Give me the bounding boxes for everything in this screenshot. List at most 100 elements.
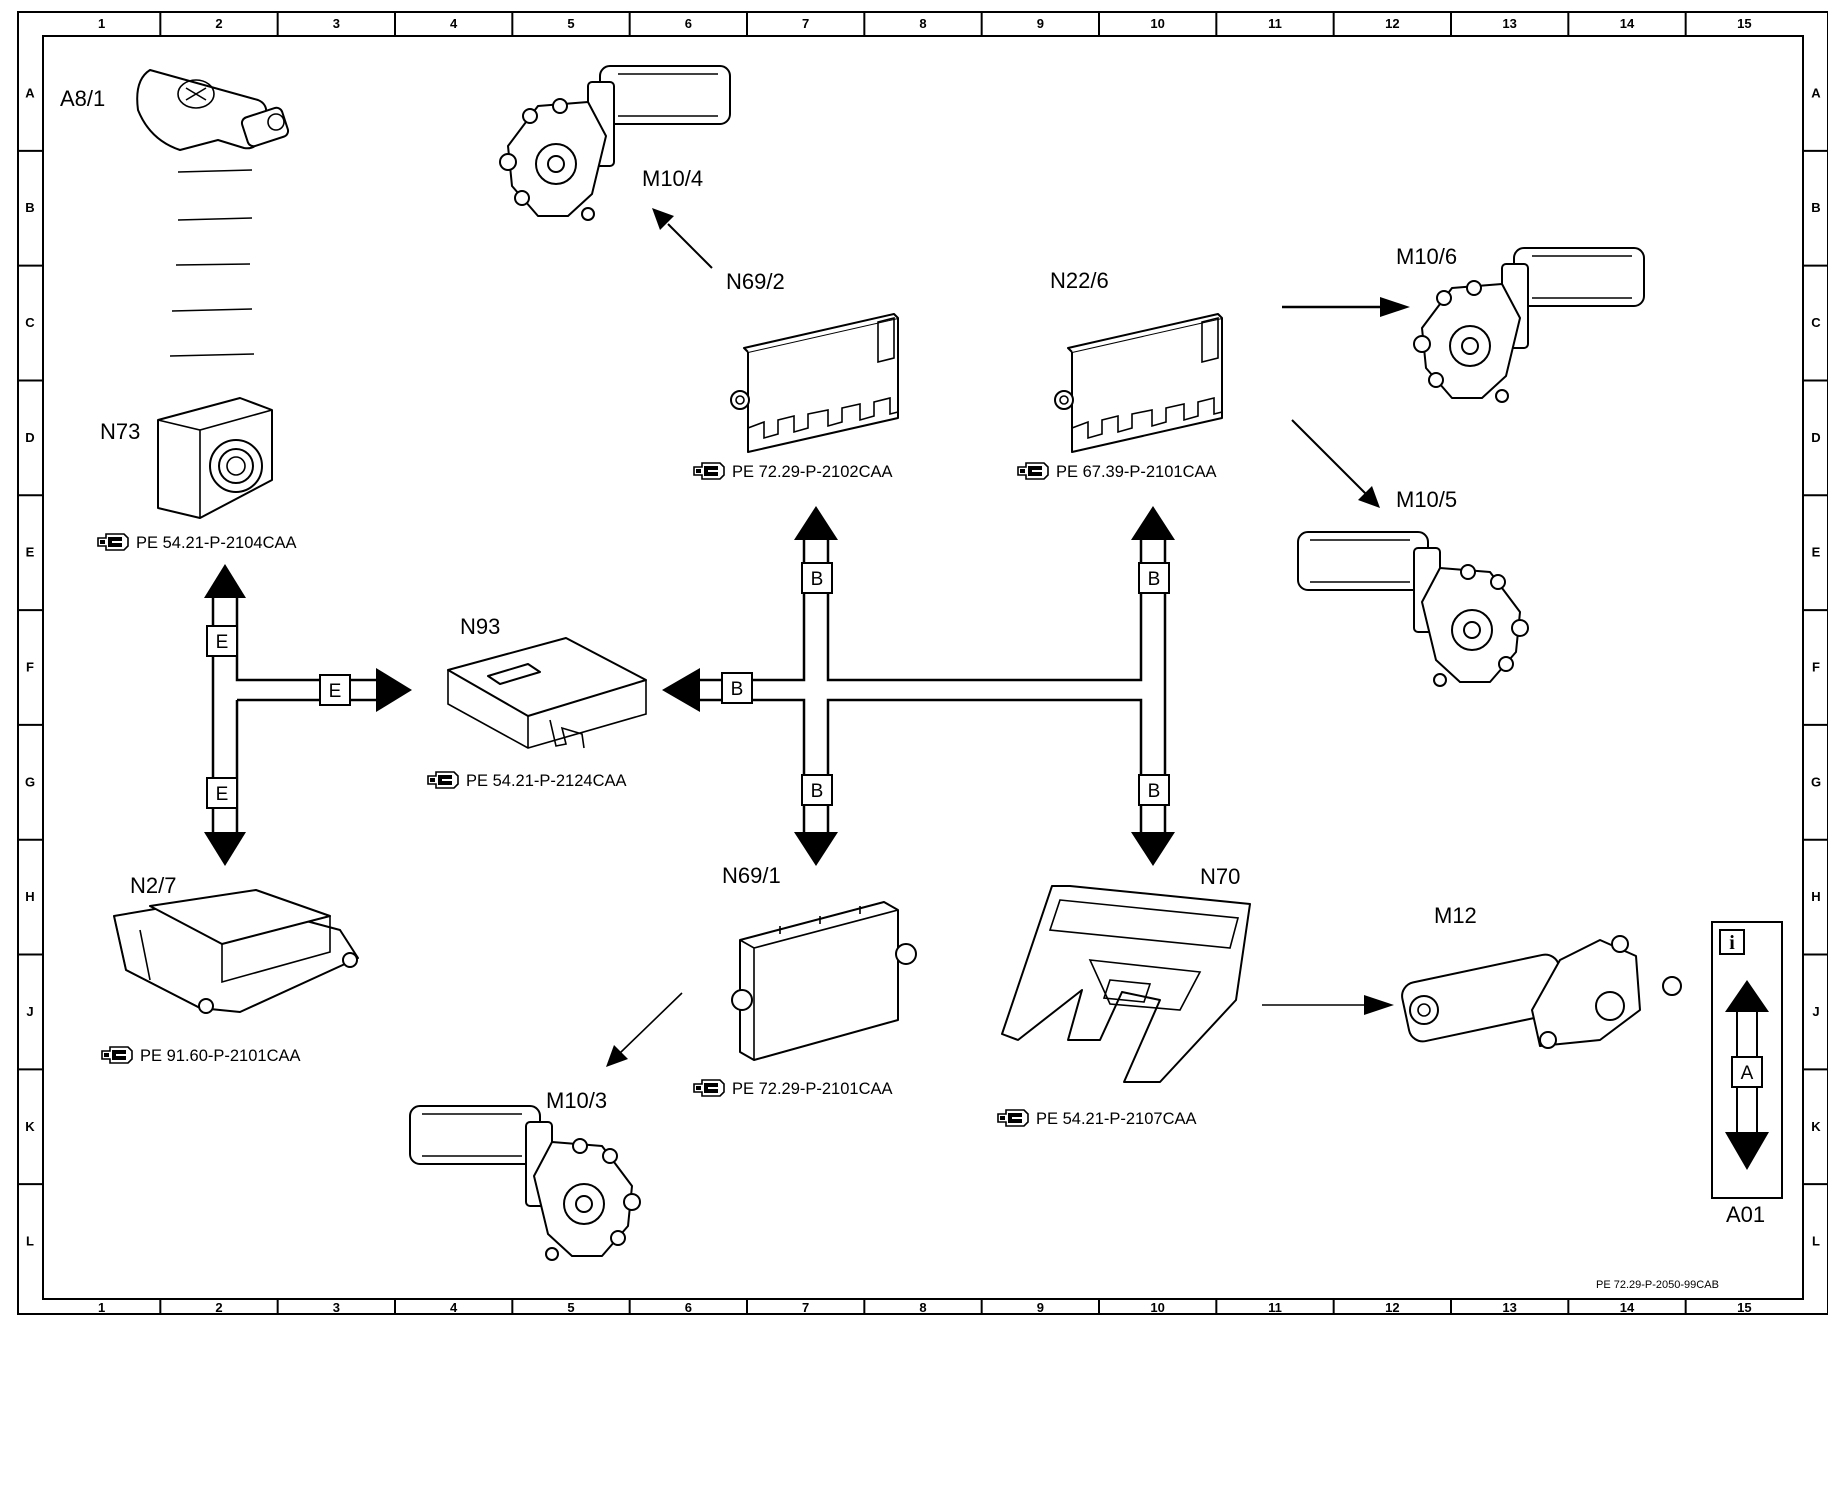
grid-row-left-E: E (26, 545, 35, 560)
info-symbol: i (1729, 932, 1735, 954)
arrow-up-b-2 (1131, 506, 1175, 540)
grid-col-top-7: 7 (802, 16, 809, 31)
ref-n2-7: PE 91.60-P-2101CAA (140, 1047, 301, 1065)
key-blade (240, 106, 290, 148)
component-m10-4[interactable]: M10/4 (499, 65, 731, 221)
grid-col-bottom-5: 5 (567, 1300, 574, 1315)
signal-arrows (606, 208, 1410, 1067)
grid-col-top-15: 15 (1737, 16, 1751, 31)
label-m12: M12 (1434, 903, 1477, 928)
grid-row-right-J: J (1812, 1004, 1819, 1019)
grid-col-top-9: 9 (1037, 16, 1044, 31)
component-a8-1[interactable]: A8/1 (60, 69, 290, 357)
legend-code: A01 (1726, 1202, 1765, 1227)
grid-col-top-5: 5 (567, 16, 574, 31)
grid-col-bottom-11: 11 (1268, 1300, 1282, 1315)
arrow-right-e (376, 668, 412, 712)
info-icon[interactable] (1719, 929, 1745, 955)
arrow-down-b-1 (794, 832, 838, 866)
grid-row-left-H: H (25, 889, 34, 904)
grid-col-top-8: 8 (919, 16, 926, 31)
grid-row-left-C: C (25, 315, 35, 330)
component-n93[interactable]: N93 PE 54.21-P-2124CAA (427, 614, 647, 790)
component-n22-6[interactable]: N22/6 PE 67.39-P-2101CAA (1017, 268, 1223, 481)
ref-n73: PE 54.21-P-2104CAA (136, 534, 297, 552)
label-m10-4: M10/4 (642, 166, 703, 191)
bus-b-tag-up-2: B (1148, 569, 1161, 590)
grid-row-right-A: A (1811, 85, 1821, 100)
bus-e-tag-2: E (329, 681, 342, 702)
ref-n70: PE 54.21-P-2107CAA (1036, 1110, 1197, 1128)
ref-n22-6: PE 67.39-P-2101CAA (1056, 463, 1217, 481)
bus-b-tag-up-1: B (811, 569, 824, 590)
label-m10-3: M10/3 (546, 1088, 607, 1113)
grid-row-left-F: F (26, 660, 34, 675)
document-code: PE 72.29-P-2050-99CAB (1596, 1279, 1719, 1291)
grid-col-top-12: 12 (1385, 16, 1399, 31)
bus-e-tag-3: E (216, 784, 229, 805)
component-n2-7[interactable]: N2/7 PE 91.60-P-2101CAA (101, 873, 359, 1065)
ref-n93: PE 54.21-P-2124CAA (466, 772, 627, 790)
component-m10-6[interactable]: M10/6 (1396, 244, 1645, 403)
label-n70: N70 (1200, 864, 1240, 889)
grid-col-bottom-8: 8 (919, 1300, 926, 1315)
grid-row-left-B: B (25, 200, 34, 215)
grid-col-bottom-7: 7 (802, 1300, 809, 1315)
grid-row-left-A: A (25, 85, 35, 100)
label-n69-2: N69/2 (726, 269, 785, 294)
grid-row-left-G: G (25, 774, 35, 789)
grid-col-bottom-15: 15 (1737, 1300, 1751, 1315)
component-n69-1[interactable]: N69/1 PE 72.29-P-2101CAA (693, 863, 917, 1098)
grid-row-left-D: D (25, 430, 34, 445)
grid-row-right-E: E (1812, 545, 1821, 560)
arrow-down-e (204, 832, 246, 866)
grid-row-left-K: K (25, 1119, 35, 1134)
grid-row-right-K: K (1811, 1119, 1821, 1134)
bus-b-tag-down-1: B (811, 781, 824, 802)
grid-row-right-G: G (1811, 774, 1821, 789)
arrow-down-b-2 (1131, 832, 1175, 866)
component-n73[interactable]: N73 PE 54.21-P-2104CAA (97, 397, 297, 552)
grid-row-right-B: B (1811, 200, 1820, 215)
grid-col-bottom-1: 1 (98, 1300, 105, 1315)
grid-col-bottom-4: 4 (450, 1300, 458, 1315)
arrow-up-b-1 (794, 506, 838, 540)
grid-col-bottom-3: 3 (333, 1300, 340, 1315)
grid-col-top-13: 13 (1502, 16, 1516, 31)
grid-col-top-14: 14 (1620, 16, 1635, 31)
arrow-left-b (662, 668, 700, 712)
grid-col-top-3: 3 (333, 16, 340, 31)
label-m10-5: M10/5 (1396, 487, 1457, 512)
component-n69-2[interactable]: N69/2 PE 72.29-P-2102CAA (693, 269, 899, 481)
component-m12[interactable]: M12 (1400, 903, 1682, 1049)
component-n70[interactable]: N70 PE 54.21-P-2107CAA (997, 864, 1251, 1128)
key-body (136, 69, 268, 151)
grid-col-bottom-6: 6 (685, 1300, 692, 1315)
grid-col-top-10: 10 (1150, 16, 1164, 31)
label-m10-6: M10/6 (1396, 244, 1457, 269)
grid-col-top-2: 2 (215, 16, 222, 31)
ref-n69-1: PE 72.29-P-2101CAA (732, 1080, 893, 1098)
component-m10-5[interactable]: M10/5 (1297, 487, 1529, 687)
grid-col-top-6: 6 (685, 16, 692, 31)
label-n22-6: N22/6 (1050, 268, 1109, 293)
ref-n69-2: PE 72.29-P-2102CAA (732, 463, 893, 481)
grid-col-bottom-9: 9 (1037, 1300, 1044, 1315)
grid-col-bottom-2: 2 (215, 1300, 222, 1315)
bus-e: E E E (204, 564, 412, 866)
grid-col-bottom-14: 14 (1620, 1300, 1635, 1315)
label-a8-1: A8/1 (60, 86, 105, 111)
grid-col-top-1: 1 (98, 16, 105, 31)
inner-frame (42, 35, 1804, 1300)
legend-bus-letter: A (1741, 1063, 1754, 1084)
component-m10-3[interactable]: M10/3 (409, 1088, 641, 1261)
grid-row-right-D: D (1811, 430, 1820, 445)
grid-row-right-F: F (1812, 660, 1820, 675)
bus-b: B B B B B (662, 506, 1175, 866)
bus-e-tag-1: E (216, 632, 229, 653)
label-n93: N93 (460, 614, 500, 639)
grid-col-top-11: 11 (1268, 16, 1282, 31)
grid-col-top-4: 4 (450, 16, 458, 31)
grid-row-right-L: L (1812, 1234, 1820, 1249)
